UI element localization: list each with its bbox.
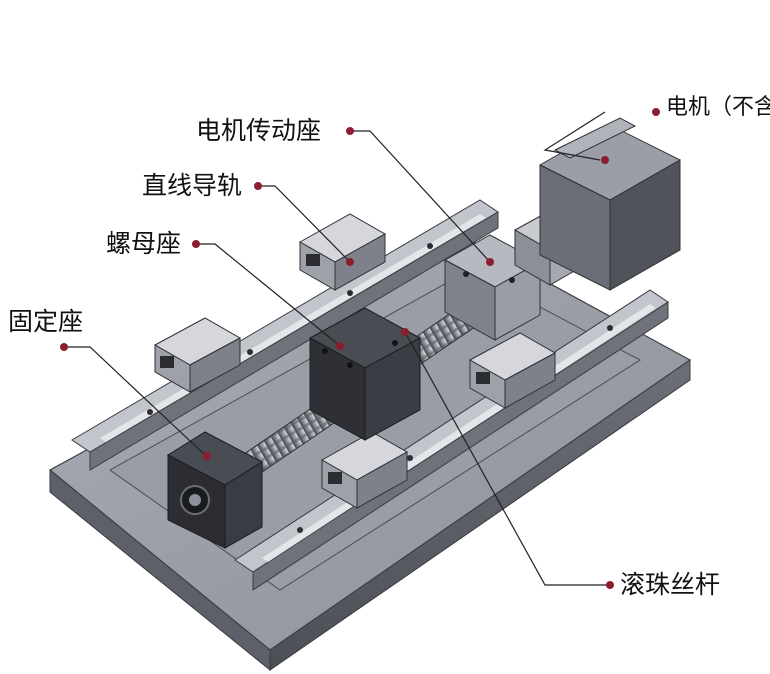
marker-dot xyxy=(486,258,494,266)
marker-dot xyxy=(336,342,344,350)
carriage-back-left xyxy=(153,317,242,393)
marker-dot xyxy=(606,581,614,589)
leader-linear-rail xyxy=(258,185,351,263)
marker-dot xyxy=(346,127,354,135)
marker-dot xyxy=(652,108,660,116)
marker-dot xyxy=(192,240,200,248)
carriage-front-left xyxy=(320,431,409,509)
label-motor-seat: 电机传动座 xyxy=(196,116,322,145)
marker-dot xyxy=(601,156,609,164)
marker-dot xyxy=(346,258,354,266)
leader-nut-seat xyxy=(196,243,341,347)
fixed-support xyxy=(166,431,264,549)
motor xyxy=(538,117,682,291)
marker-dot xyxy=(60,343,68,351)
carriage-front-right xyxy=(468,332,557,409)
leader-ball-screw xyxy=(404,331,610,586)
marker-dot xyxy=(401,328,409,336)
leader-motor-seat xyxy=(350,130,491,263)
marker-dots xyxy=(60,108,660,589)
label-motor: 电机（不含） xyxy=(666,95,770,120)
leader-lines xyxy=(64,111,610,586)
leader-fixed-seat xyxy=(64,346,206,456)
label-fixed-seat: 固定座 xyxy=(8,307,84,336)
carriage-back-right xyxy=(298,213,387,291)
marker-dot xyxy=(254,182,262,190)
label-linear-rail: 直线导轨 xyxy=(142,171,243,200)
nut-block xyxy=(308,307,422,441)
label-nut-seat: 螺母座 xyxy=(106,229,182,258)
label-ball-screw: 滚珠丝杆 xyxy=(620,570,721,599)
marker-dot xyxy=(203,452,211,460)
leader-motor xyxy=(543,111,606,161)
